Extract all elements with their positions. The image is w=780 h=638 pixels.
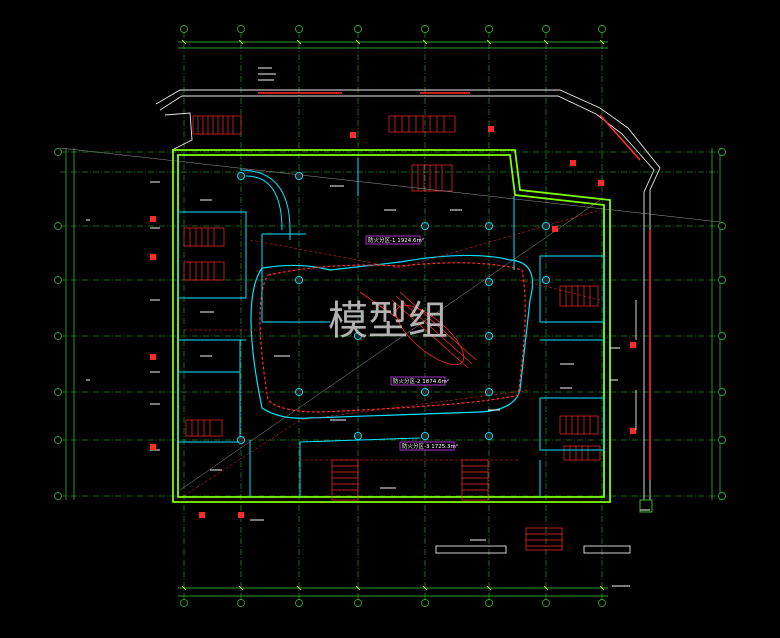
zone-label-3: 防火分区-3 1725.3m² xyxy=(402,442,458,450)
grid-axis-bubble-icon xyxy=(54,25,726,607)
interior-cores xyxy=(177,158,605,497)
room-tags xyxy=(150,126,636,518)
ramp-icon xyxy=(359,291,477,369)
building-outline xyxy=(172,149,611,503)
exterior-bottom-elements xyxy=(435,300,653,554)
section-lines xyxy=(59,147,721,491)
watermark-text: 模型组 xyxy=(328,298,448,344)
atrium-void xyxy=(250,254,534,419)
dimension-ticks xyxy=(181,39,605,591)
zone-label-2: 防火分区-2 1874.6m² xyxy=(393,377,449,385)
fire-zone-labels: 防火分区-1 1924.6m² 防火分区-2 1874.6m² 防火分区-3 1… xyxy=(365,235,458,451)
vertical-grid-axes xyxy=(183,32,603,600)
canopy-red-strip xyxy=(258,92,651,480)
stair-hatch-icon xyxy=(183,115,601,551)
annotation-text-strokes xyxy=(86,67,650,587)
zone-label-1: 防火分区-1 1924.6m² xyxy=(368,236,424,244)
column-marker-icon xyxy=(236,171,551,445)
dimension-lines xyxy=(65,41,721,597)
pipe-lines xyxy=(183,209,601,497)
